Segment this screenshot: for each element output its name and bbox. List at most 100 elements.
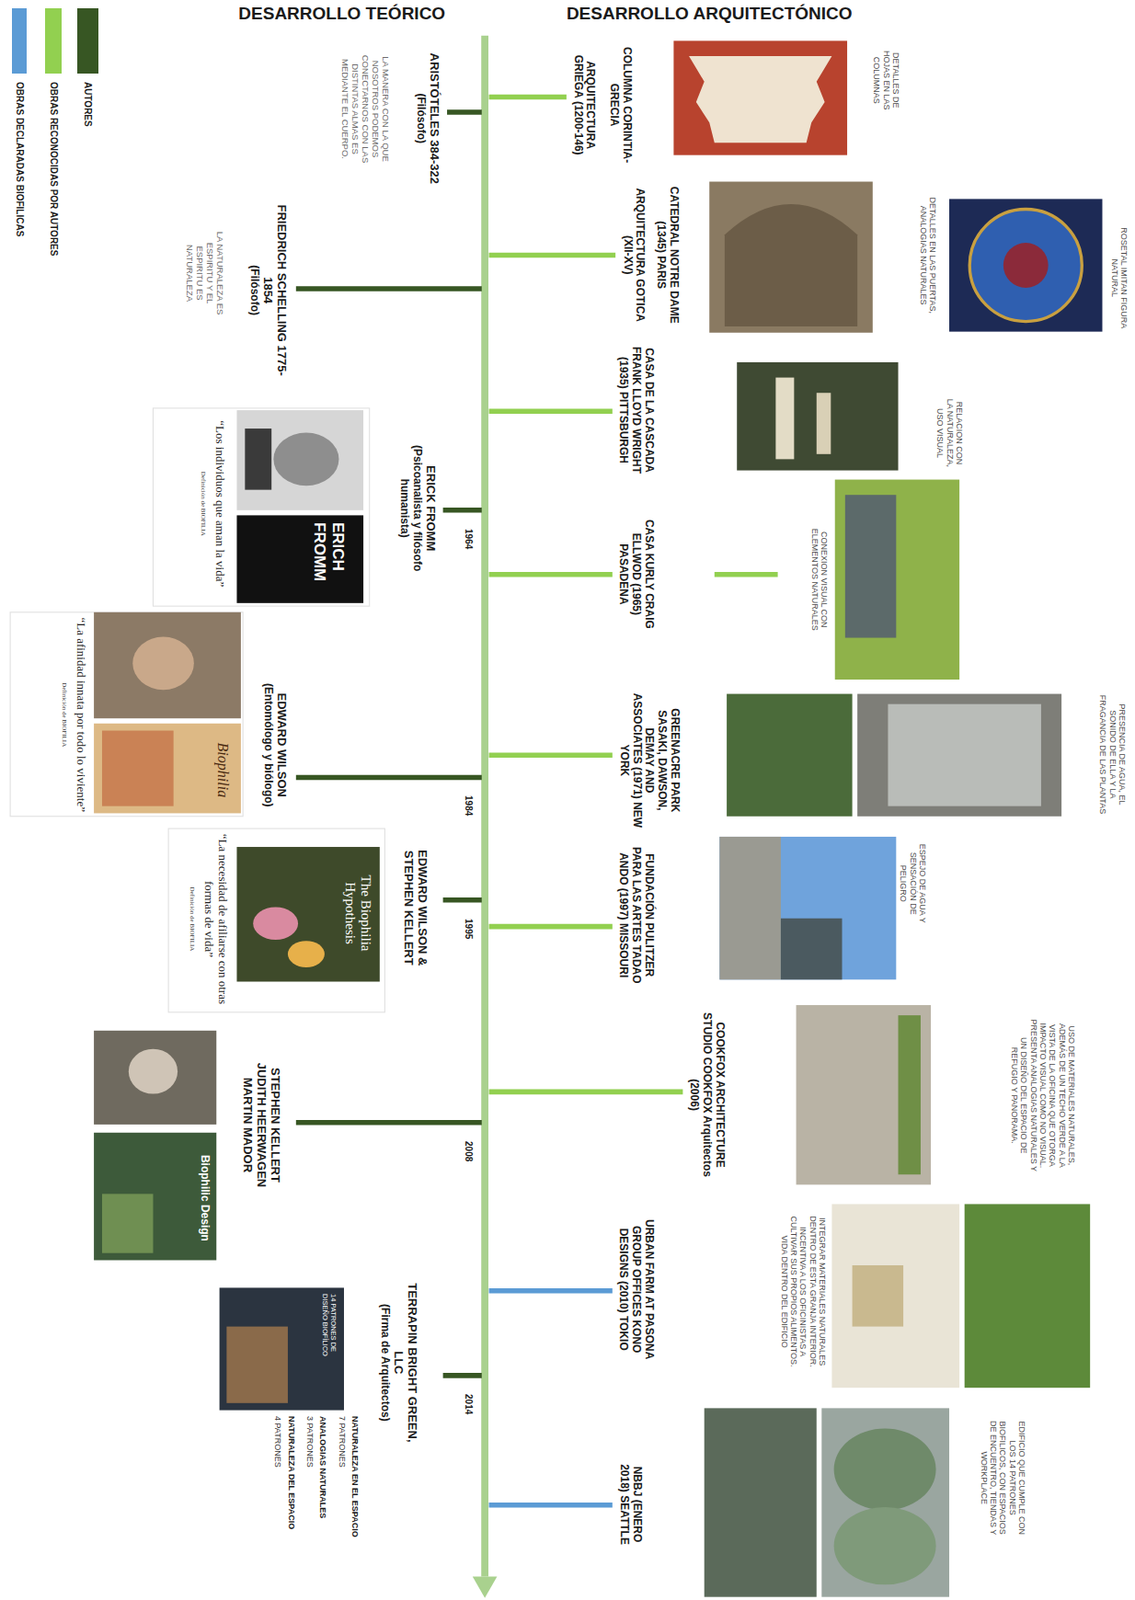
office-photo	[831, 1203, 960, 1388]
text-group: ERICH FROMM	[310, 522, 347, 597]
tick	[489, 572, 613, 578]
work-note: ESPEJO DE AGUA Y SENSACIÓN DE PELIGRO	[898, 835, 928, 932]
pattern-group: ANALOGIAS NATURALES	[318, 1416, 328, 1570]
portrait-face	[128, 1049, 178, 1095]
axis-arrowhead	[472, 1576, 498, 1598]
author-name: MARTIN MADOR	[240, 1051, 254, 1200]
text-group: INTEGRAR MATERIALES NATURALES DENTRO DE …	[779, 1207, 827, 1376]
work-title: ARQUITECTURA GRIEGA (1200-146)	[571, 38, 597, 172]
portrait-photo	[93, 612, 241, 719]
museum-photo	[719, 836, 896, 980]
text-group: ESPEJO DE AGUA Y SENSACIÓN DE PELIGRO	[898, 835, 928, 932]
tick	[489, 1502, 613, 1509]
text-group: STEPHEN KELLERTJUDITH HEERWAGENMARTIN MA…	[240, 1051, 282, 1200]
author-ticks	[296, 112, 482, 1376]
author-role: (Psicoanalista y filósofo humanista)	[397, 436, 424, 580]
legend-entry: AUTORES	[82, 81, 94, 379]
text-group: 2014	[462, 1384, 474, 1425]
quote-source: Definición de BIOFILIA	[199, 412, 207, 596]
work-note: USO DE MATERIALES NATURALES, ADEMÁS DE U…	[1008, 1018, 1076, 1174]
text-group: “La necesidad de afiliarse con otras for…	[188, 831, 230, 1008]
tick	[489, 924, 613, 930]
tick	[296, 775, 482, 781]
quote-card	[152, 408, 369, 607]
author-name: FRIEDRICH SCHELLING 1775-1854	[260, 195, 288, 385]
tick	[489, 1089, 684, 1096]
tick	[447, 109, 482, 115]
work-title: CASA KURLY CRAIG ELLWOD (1965) PASADENA	[617, 510, 655, 639]
text-group: 1964	[462, 518, 474, 560]
tick	[489, 752, 613, 758]
author-name: TERRAPIN BRIGHT GREEN, LLC	[390, 1271, 419, 1456]
text-group: NBBJ (ENERO 2018) SEATTLE	[618, 1457, 644, 1552]
column-heading: DESARROLLO ARQUITECTÓNICO	[520, 3, 899, 24]
quote-source: Definición de BIOFILIA	[60, 615, 69, 814]
sphere	[834, 1507, 937, 1585]
work-title: COLUMNA CORINTIA- GRECIA	[607, 38, 634, 172]
glass-house	[845, 494, 896, 638]
text-group: 14 PATRONES DE DISEÑO BIOFÍLICO	[321, 1294, 337, 1371]
column-heading: DESARROLLO TEÓRICO	[204, 3, 481, 24]
text-group: URBAN FARM AT PASONA GROUP OFFICES KONO …	[617, 1203, 655, 1376]
timeline-axis	[481, 35, 489, 1578]
author-idea: LA MANERA CON LA QUE NOSOTROS PODEMOS CO…	[339, 48, 390, 170]
author-role: (Filósofo)	[247, 195, 261, 385]
spheres-photo	[821, 1408, 950, 1597]
spheres-photo	[704, 1408, 817, 1597]
legend-swatch	[77, 8, 98, 74]
text-group: Biophilia	[213, 729, 230, 812]
work-title: URBAN FARM AT PASONA GROUP OFFICES KONO …	[617, 1203, 655, 1376]
text-group: DETALLES DE HOJAS EN LAS COLUMNAS	[871, 40, 901, 121]
tick	[296, 1120, 482, 1126]
author-name: EDWARD WILSON & STEPHEN KELLERT	[401, 831, 429, 985]
text-group: USO DE MATERIALES NATURALES, ADEMÁS DE U…	[1008, 1018, 1076, 1174]
waterfall	[887, 704, 1041, 807]
pattern-group: NATURALEZA DEL ESPACIO	[286, 1416, 296, 1570]
book-cover	[219, 1287, 344, 1411]
text-group: CASA KURLY CRAIG ELLWOD (1965) PASADENA	[617, 510, 655, 639]
portrait-photo	[236, 410, 364, 511]
book-cover-title: Biophilic Design	[197, 1143, 211, 1254]
text-group: EDWARD WILSON(Entomólogo y biólogo)	[261, 668, 288, 822]
pattern-count: 3 PATRONES	[304, 1416, 314, 1570]
text-group: PRESENCIA DE AGUA, EL SONIDO DE ELLA Y L…	[1098, 694, 1127, 815]
work-title: CASA DE LA CASCADA FRANK LLOYD WRIGHT (1…	[617, 344, 655, 476]
biophilia-quote: “La necesidad de afiliarse con otras for…	[201, 831, 230, 1008]
text-group: 1984	[462, 785, 474, 826]
tick	[714, 572, 779, 578]
portrait-photo	[93, 1031, 217, 1125]
biophilia-quote: “La afinidad innata por todo lo viviente…	[73, 615, 88, 814]
tick	[296, 286, 482, 292]
legend-text: AUTORES	[82, 81, 94, 379]
legend-swatch	[45, 8, 62, 74]
text-group: EDIFICIO QUE CUMPLE CON LOS 14 PATRONES …	[979, 1421, 1028, 1536]
legend-entry: OBRAS RECONOCIDAS POR AUTORES	[47, 81, 59, 379]
work-title: CATEDRAL NOTRE DAME (1345) PARIS	[653, 178, 680, 332]
author-role: (Entomólogo y biólogo)	[261, 668, 275, 822]
rose-window-photo	[949, 198, 1102, 332]
sphere	[834, 1429, 937, 1512]
cathedral-photo	[709, 182, 873, 333]
book-illustration	[102, 731, 174, 807]
work-title: GREENACRE PARK SASAKI, DAWSON, DEMAY AND…	[617, 691, 681, 830]
concrete-wall	[719, 836, 781, 980]
text-group: ROSETAL IMITAN FIGURA NATURAL	[1110, 224, 1130, 333]
year-marker: 1995	[462, 908, 474, 950]
work-title: FUNDACIÓN PULITZER PARA LAS ARTES TADAO …	[617, 838, 655, 992]
text-group: FUNDACIÓN PULITZER PARA LAS ARTES TADAO …	[617, 838, 655, 992]
tick	[443, 897, 482, 904]
tick	[489, 94, 567, 101]
year-marker: 1964	[462, 518, 474, 560]
text-group: 2008	[462, 1131, 474, 1172]
book-cover	[93, 723, 241, 814]
house-photo	[835, 480, 960, 681]
work-note: DETALLES DE HOJAS EN LAS COLUMNAS	[871, 40, 901, 121]
interior-farm	[852, 1265, 904, 1328]
work-title: COOKFOX ARCHITECTURE STUDIO COOKFOX Arqu…	[687, 1010, 726, 1180]
tick	[443, 1373, 482, 1379]
legend-swatch	[11, 8, 27, 74]
book-cover-title: Biophilia	[213, 729, 230, 812]
legend-entry: OBRAS DECLARADAS BIOFILICAS	[14, 81, 26, 379]
portrait-suit	[244, 428, 272, 491]
text-group: COLUMNA CORINTIA- GRECIA ARQUITECTURA GRI…	[571, 38, 633, 172]
